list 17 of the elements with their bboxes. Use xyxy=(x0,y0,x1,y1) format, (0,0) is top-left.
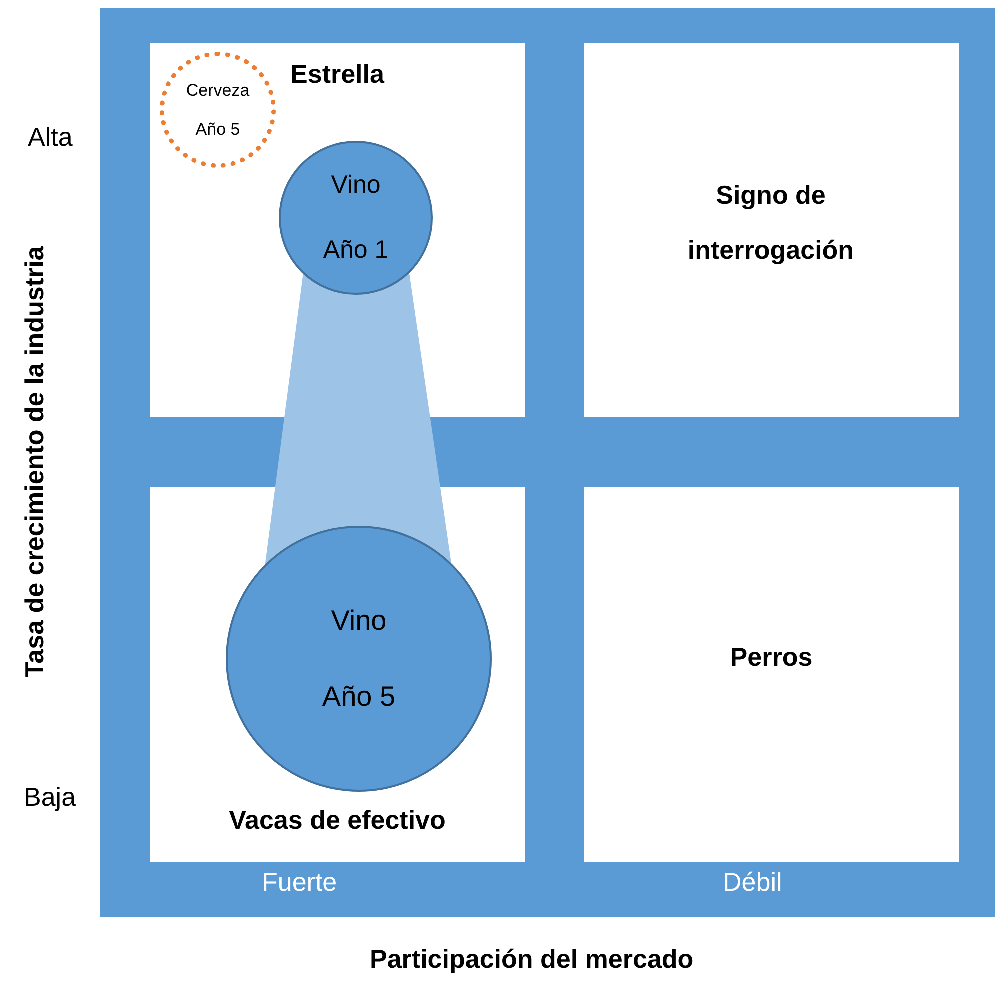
quadrant-title: Perros xyxy=(729,642,814,673)
bubble-label: Vino Año 5 xyxy=(321,604,397,714)
quadrant-panel xyxy=(584,43,959,417)
axis-tick-label: Débil xyxy=(723,867,782,898)
axis-tick-label: Baja xyxy=(24,782,76,813)
bubble-label: Cerveza Año 5 xyxy=(185,80,251,141)
axis-tick-label: Alta xyxy=(28,122,73,153)
quadrant-title: Signo de interrogación xyxy=(686,179,856,267)
axis-title: Participación del mercado xyxy=(370,944,694,975)
axis-title: Tasa de crecimiento de la industria xyxy=(20,246,50,678)
quadrant-panel xyxy=(150,487,525,862)
connecting-band xyxy=(265,273,452,565)
quadrant-title: Vacas de efectivo xyxy=(228,805,447,836)
axis-tick-label: Fuerte xyxy=(262,867,338,898)
bubble-label: Vino Año 1 xyxy=(322,170,390,266)
quadrant-panel xyxy=(584,487,959,862)
quadrant-title: Estrella xyxy=(290,59,386,90)
